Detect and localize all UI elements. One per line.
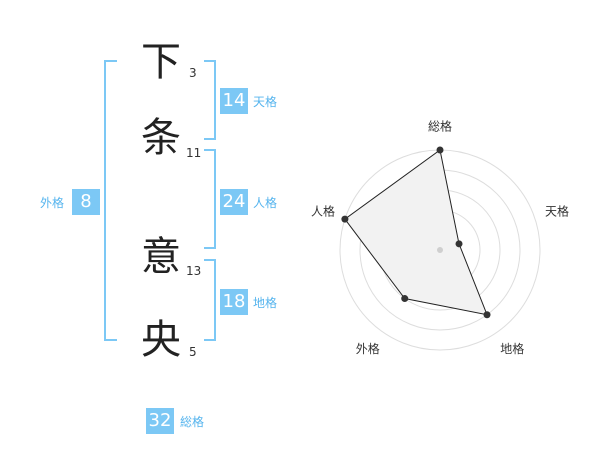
name-char-2: 条 xyxy=(141,115,181,161)
radar-point-5 xyxy=(341,215,349,223)
radar-axis-label: 人格 xyxy=(311,203,335,218)
gaikaku-bracket xyxy=(104,60,117,341)
radar-axis-label: 総格 xyxy=(428,119,452,134)
jinkaku-label: 人格 xyxy=(253,196,278,210)
soukaku-badge: 32 xyxy=(146,408,174,434)
soukaku-label: 総格 xyxy=(180,415,205,429)
chikaku-label: 地格 xyxy=(253,296,278,310)
name-char-3: 意 xyxy=(141,234,181,280)
radar-polygon xyxy=(344,149,488,316)
chikaku-badge: 18 xyxy=(220,289,248,315)
gaikaku-label: 外格 xyxy=(40,196,65,210)
jinkaku-badge: 24 xyxy=(220,189,248,215)
radar-axis-label: 外格 xyxy=(356,341,380,356)
gaikaku-badge: 8 xyxy=(72,189,100,215)
stroke-count-1: 3 xyxy=(189,66,197,80)
chikaku-bracket xyxy=(204,259,216,341)
tenkaku-bracket xyxy=(204,60,216,140)
tenkaku-badge: 14 xyxy=(220,88,248,114)
name-char-4: 央 xyxy=(141,317,181,363)
radar-axis-label: 地格 xyxy=(500,341,524,356)
radar-point-3 xyxy=(483,311,491,319)
stroke-count-3: 13 xyxy=(186,264,202,278)
stroke-count-2: 11 xyxy=(186,146,202,160)
radar-center xyxy=(437,247,443,253)
radar-axis-label: 天格 xyxy=(545,203,569,218)
radar-point-4 xyxy=(401,295,409,303)
radar-point-1 xyxy=(436,146,444,154)
stroke-count-4: 5 xyxy=(189,345,197,359)
name-char-1: 下 xyxy=(141,39,181,85)
tenkaku-label: 天格 xyxy=(253,95,278,109)
radar-point-2 xyxy=(455,240,463,248)
jinkaku-bracket xyxy=(204,149,216,249)
